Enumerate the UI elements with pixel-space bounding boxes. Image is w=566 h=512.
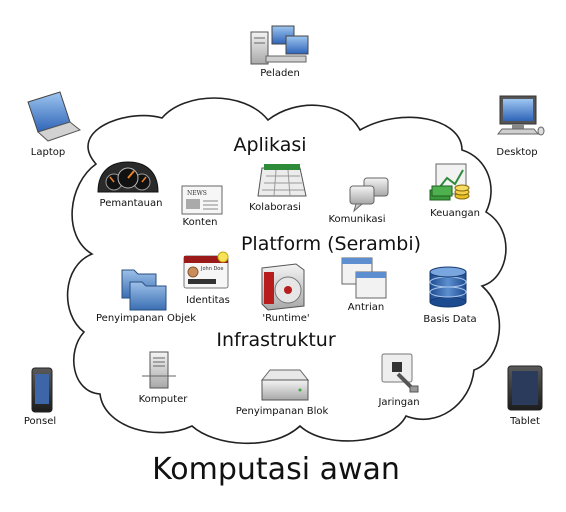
queue-windows-icon	[341, 257, 387, 299]
database-icon	[429, 266, 467, 308]
label-content: Konten	[182, 217, 218, 228]
newspaper-icon: NEWS	[181, 185, 223, 215]
chat-icon	[349, 177, 389, 213]
diagram-title: Komputasi awan	[152, 452, 400, 487]
laptop-icon	[27, 91, 82, 142]
phone-icon	[31, 367, 53, 413]
label-object-storage: Penyimpanan Objek	[96, 313, 196, 324]
label-compute: Komputer	[138, 394, 188, 405]
label-block-storage: Penyimpanan Blok	[235, 406, 329, 417]
folder-icon	[121, 269, 167, 311]
computer-tower-icon	[142, 351, 176, 389]
server-icon	[250, 25, 309, 65]
label-queue: Antrian	[347, 302, 385, 313]
device-label-desktop: Desktop	[496, 147, 538, 158]
network-port-icon	[381, 353, 419, 393]
tablet-icon	[507, 365, 543, 411]
calendar-icon	[257, 164, 307, 197]
label-identity: Identitas	[186, 295, 230, 306]
section-heading-application: Aplikasi	[233, 134, 307, 156]
label-database: Basis Data	[423, 314, 477, 325]
hard-drive-icon	[260, 369, 310, 401]
label-monitoring: Pemantauan	[99, 198, 163, 209]
section-heading-platform: Platform (Serambi)	[240, 233, 422, 255]
device-label-laptop: Laptop	[30, 147, 66, 158]
newspaper-masthead: NEWS	[187, 190, 207, 197]
device-label-tablet: Tablet	[510, 416, 540, 427]
desktop-icon	[496, 95, 545, 136]
label-collaboration: Kolaborasi	[249, 202, 301, 213]
section-heading-infrastructure: Infrastruktur	[216, 329, 336, 351]
runtime-disc-icon	[261, 263, 305, 311]
device-label-phone: Ponsel	[23, 416, 57, 427]
label-network: Jaringan	[378, 397, 420, 408]
id-card-icon: John Doe	[183, 251, 229, 289]
device-label-server: Peladen	[260, 68, 300, 79]
label-runtime: 'Runtime'	[262, 313, 310, 324]
gauge-icon	[97, 161, 159, 193]
id-card-name: John Doe	[200, 266, 223, 272]
label-finance: Keuangan	[430, 208, 480, 219]
label-communication: Komunikasi	[328, 214, 386, 225]
finance-chart-icon	[429, 163, 470, 201]
